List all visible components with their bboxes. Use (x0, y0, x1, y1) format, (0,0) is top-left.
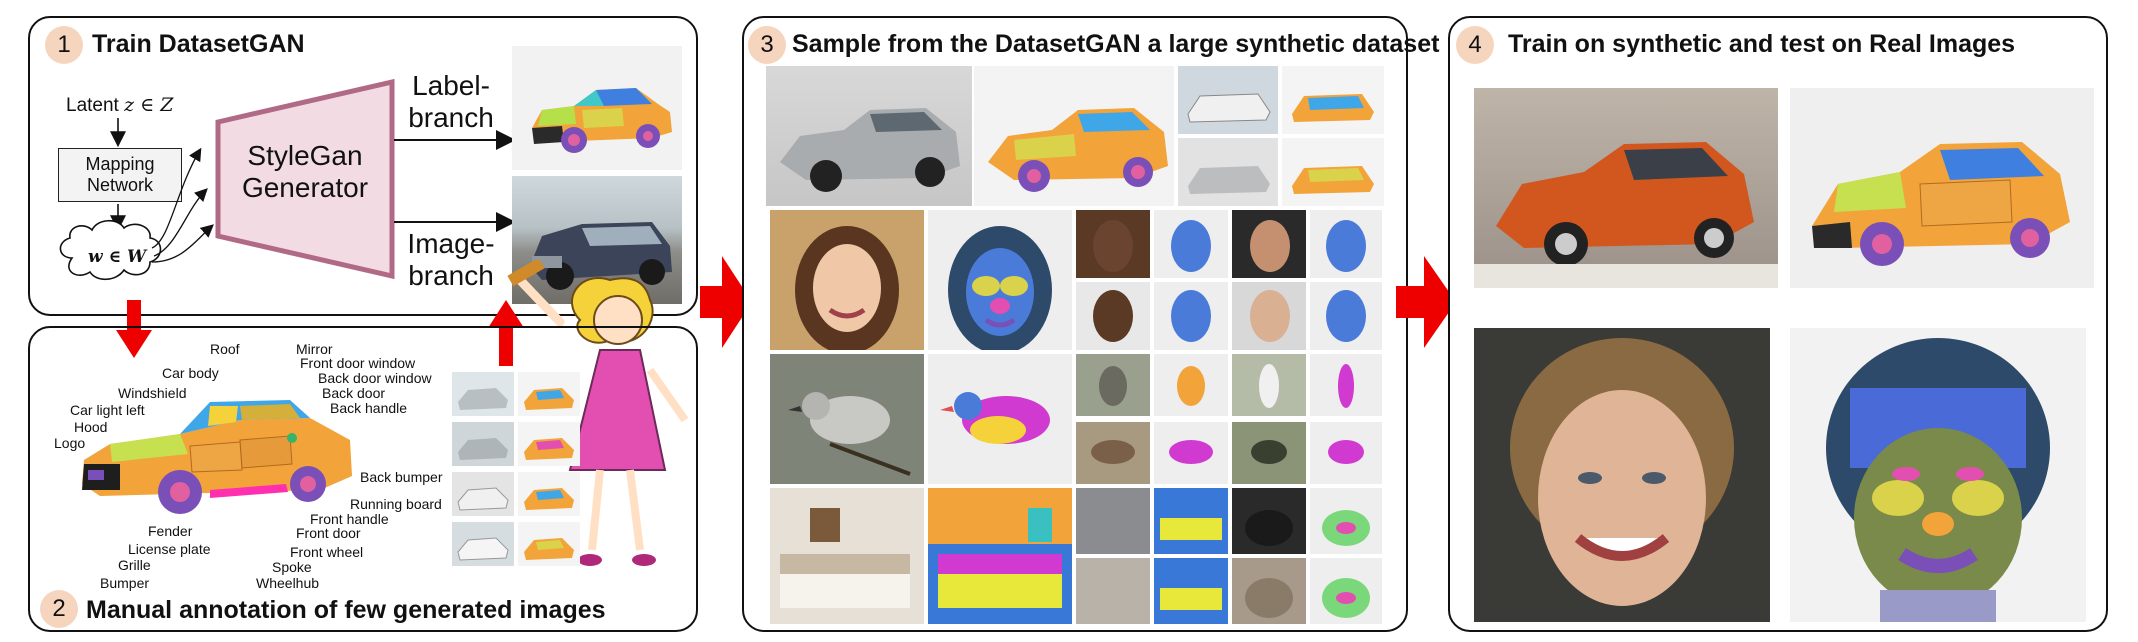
part-label-fender: Fender (148, 523, 193, 539)
part-label-logo: Logo (54, 435, 86, 451)
real-face-prediction (1790, 328, 2086, 622)
part-label-front-handle: Front handle (310, 511, 389, 527)
annotated-car-drawing (82, 400, 352, 514)
stylegan-generator-shape (215, 78, 395, 280)
panel1-diagram-lines (59, 78, 516, 281)
annotator-cartoon (507, 260, 689, 566)
part-label-grille: Grille (118, 557, 151, 573)
sample-bird-label (928, 354, 1072, 484)
sample-bedroom-label (928, 488, 1072, 624)
step-badge-4: 4 (1456, 26, 1494, 64)
generated-suv-image (512, 176, 682, 304)
latent-label: Latent z ∈ Z (66, 94, 174, 116)
panel3-title: Sample from the DatasetGAN a large synth… (792, 30, 1440, 58)
part-label-license-plate: License plate (128, 541, 211, 557)
part-label-bumper: Bumper (100, 575, 150, 591)
right-arrow-red-2 (1396, 256, 1456, 348)
panel2-title: Manual annotation of few generated image… (86, 596, 606, 624)
real-face-photo (1474, 328, 1770, 622)
sample-car-photo (766, 66, 972, 206)
part-label-car-light-left: Car light left (70, 402, 145, 418)
sample-car-label (974, 66, 1174, 206)
part-label-car-body: Car body (162, 365, 219, 381)
right-arrow-red-1 (700, 256, 752, 348)
label-branch-label: Label-branch (408, 70, 494, 134)
sample-bird-thumbs (1076, 354, 1382, 484)
part-label-roof: Roof (210, 341, 240, 357)
part-label-back-door-window: Back door window (318, 370, 432, 386)
real-car-prediction (1790, 88, 2094, 288)
step-badge-3: 3 (748, 26, 786, 64)
real-car-photo (1474, 88, 1778, 288)
mapping-network-box: Mapping Network (58, 148, 182, 202)
part-label-back-door: Back door (322, 385, 386, 401)
w-space-label: w ∈ W (88, 247, 147, 267)
panel-manual-annotation (28, 326, 698, 632)
part-label-front-door-window: Front door window (300, 355, 416, 371)
sample-car-thumbs (1178, 66, 1384, 206)
part-label-front-wheel: Front wheel (290, 544, 364, 560)
part-label-front-door: Front door (296, 525, 361, 541)
sample-bird-photo (770, 354, 924, 484)
part-label-hood: Hood (74, 419, 108, 435)
panel1-title: Train DatasetGAN (92, 30, 305, 58)
sample-bedroom-cat-thumbs (1076, 488, 1382, 624)
w-space-cloud (59, 219, 162, 281)
sample-face-photo (770, 210, 924, 350)
generator-label: StyleGan Generator (241, 140, 369, 204)
panel4-title: Train on synthetic and test on Real Imag… (1508, 30, 2016, 58)
part-label-back-bumper: Back bumper (360, 469, 443, 485)
sample-face-thumbs (1076, 210, 1382, 350)
part-label-running-board: Running board (350, 496, 442, 512)
down-arrow-red (116, 300, 152, 358)
label-car-image (512, 46, 682, 170)
part-label-wheelhub: Wheelhub (256, 575, 320, 591)
sample-bedroom-photo (770, 488, 924, 624)
step-badge-2: 2 (40, 590, 78, 628)
image-branch-label: Image-branch (407, 228, 495, 292)
sample-face-label (928, 210, 1072, 350)
annotated-samples-grid (452, 372, 580, 568)
step-badge-1: 1 (45, 26, 83, 64)
part-label-mirror: Mirror (296, 341, 333, 357)
part-label-spoke: Spoke (272, 559, 312, 575)
part-label-windshield: Windshield (118, 385, 187, 401)
mapping-network-label: Mapping Network (85, 154, 155, 195)
up-arrow-red (488, 300, 524, 366)
part-label-back-handle: Back handle (330, 400, 408, 416)
